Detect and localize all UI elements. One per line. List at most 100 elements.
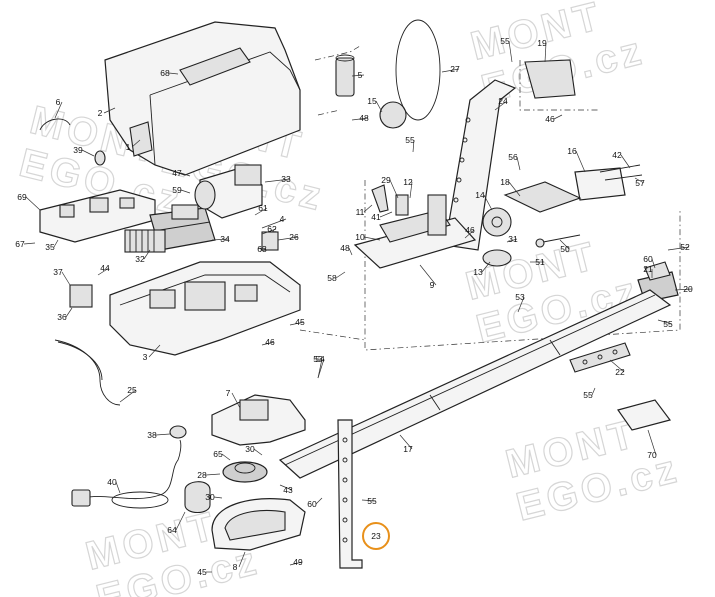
part-number-label: 51: [535, 257, 545, 267]
mounting-bracket-23-part: [337, 419, 363, 569]
part-number-label: 53: [515, 292, 525, 302]
part-number-label: 18: [500, 177, 510, 187]
leader-line: [279, 484, 293, 491]
lens-part: [129, 121, 153, 157]
leader-line: [419, 264, 437, 286]
part-number-label: 49: [293, 557, 303, 567]
leader-line: [221, 453, 231, 461]
part-number-label: 4: [280, 214, 285, 224]
part-number-label: 55: [663, 319, 673, 329]
part-number-label: 46: [545, 114, 555, 124]
leader-line: [131, 139, 141, 148]
cable-25-part: [54, 339, 121, 406]
plate-18-part: [503, 181, 582, 213]
part-number-label: 34: [220, 234, 230, 244]
leader-line: [363, 204, 373, 213]
leader-line: [317, 358, 323, 379]
part-number-label: 68: [160, 68, 170, 78]
leader-line: [516, 156, 521, 171]
leader-line: [23, 242, 36, 245]
part-number-label: 53: [313, 354, 323, 364]
leader-lines: [23, 40, 693, 573]
part-number-label: 17: [403, 444, 413, 454]
part-number-label: 64: [167, 525, 177, 535]
leader-line: [61, 271, 71, 286]
part-number-label: 55: [500, 36, 510, 46]
assembly-dashed-lines: [299, 45, 681, 351]
cover-part: [104, 21, 301, 176]
bulb-39-part: [94, 150, 106, 166]
part-number-label: 55: [583, 390, 593, 400]
leader-line: [634, 177, 645, 184]
leader-line: [213, 496, 223, 499]
leader-line: [115, 481, 121, 494]
leader-line: [591, 387, 596, 396]
part-number-label: 1: [126, 142, 131, 152]
part-number-label: 48: [359, 113, 369, 123]
part-number-label: 46: [465, 225, 475, 235]
leader-line: [481, 261, 491, 273]
leader-line: [351, 117, 369, 121]
lever-part: [371, 184, 389, 213]
leader-line: [175, 511, 186, 531]
disc-part: [482, 249, 512, 267]
part-number-label: 8: [233, 562, 238, 572]
leader-line: [667, 246, 690, 251]
part-number-label: 2: [98, 108, 103, 118]
part-number-label: 61: [258, 203, 268, 213]
leader-line: [211, 238, 230, 241]
part-number-label: 32: [135, 254, 145, 264]
leader-line: [261, 218, 287, 229]
part-number-label: 28: [197, 470, 207, 480]
leader-line: [647, 429, 657, 456]
part-number-label: 12: [403, 177, 413, 187]
highlighted-part-number: 23: [371, 531, 381, 541]
globe-part: [379, 101, 407, 129]
leader-line: [289, 321, 305, 326]
leader-line: [238, 551, 246, 568]
leader-line: [657, 319, 673, 325]
part-number-label: 7: [226, 388, 231, 398]
leader-line: [361, 499, 377, 502]
part-number-label: 5: [358, 70, 363, 80]
part-number-label: 3: [143, 352, 148, 362]
part-number-label: 43: [283, 485, 293, 495]
chain-guide-part: [184, 481, 211, 514]
leader-line: [409, 181, 413, 199]
part-number-label: 37: [53, 267, 63, 277]
connector-part: [261, 231, 279, 251]
part-number-label: 45: [197, 567, 207, 577]
leader-line: [254, 207, 268, 216]
leader-line: [651, 258, 656, 269]
leader-line: [180, 172, 191, 177]
part-number-label: 19: [537, 38, 547, 48]
leader-line: [119, 389, 137, 403]
part-number-label: 40: [107, 477, 117, 487]
leader-line: [264, 178, 291, 183]
leader-line: [231, 392, 241, 409]
leader-line: [553, 114, 563, 120]
spring-bracket-part: [574, 167, 626, 201]
arm-part: [444, 79, 517, 251]
leader-line: [148, 344, 161, 358]
highlight-ring: [362, 522, 390, 550]
leader-line: [412, 139, 415, 153]
gear-part: [482, 207, 512, 237]
leader-line: [168, 72, 179, 75]
leader-line: [559, 239, 570, 250]
leader-line: [25, 196, 41, 211]
part-number-label: 25: [127, 385, 137, 395]
part-number-label: 36: [57, 312, 67, 322]
leader-line: [289, 561, 303, 566]
leader-line: [277, 236, 299, 241]
part-number-label: 55: [405, 135, 415, 145]
part-number-label: 10: [355, 232, 365, 242]
part-number-label: 13: [473, 267, 483, 277]
part-number-label: 59: [172, 185, 182, 195]
part-number-label: 70: [647, 450, 657, 460]
part-number-label: 26: [289, 232, 299, 242]
rail-part: [278, 289, 672, 479]
leader-line: [609, 359, 625, 373]
leader-line: [335, 271, 346, 279]
part-number-label: 30: [245, 444, 255, 454]
